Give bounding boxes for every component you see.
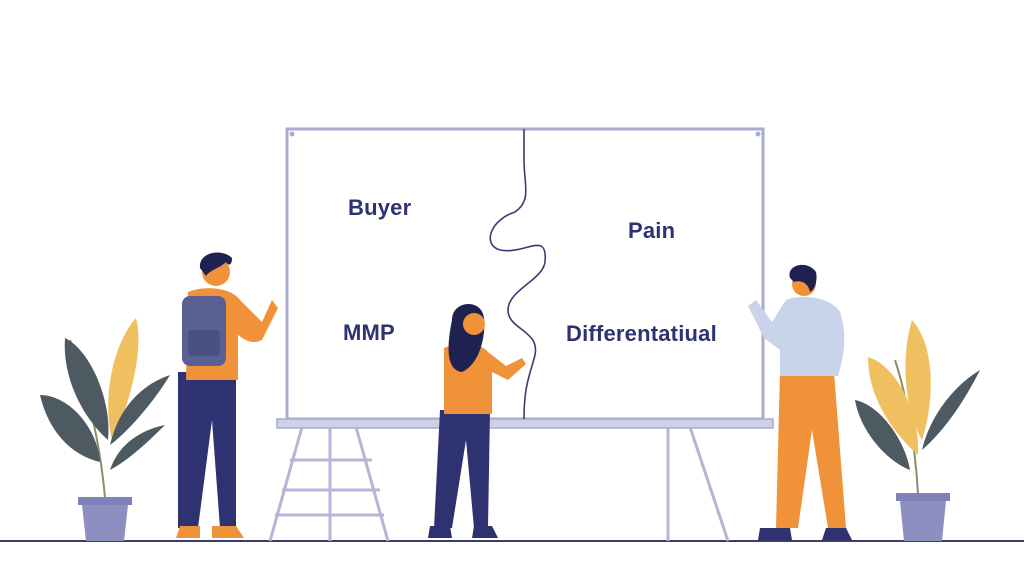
easel-legs — [268, 426, 730, 542]
person-center — [428, 303, 526, 538]
left-plant-pot-rim — [78, 497, 132, 505]
person-right — [748, 264, 852, 540]
puzzle-divider — [489, 129, 546, 420]
person-with-backpack — [176, 252, 278, 538]
right-plant-pot — [900, 501, 946, 541]
whiteboard — [276, 127, 774, 429]
person-2-head — [463, 313, 485, 335]
left-plant-pot — [82, 505, 128, 541]
right-plant — [855, 320, 980, 541]
left-plant — [40, 318, 170, 541]
whiteboard-tray — [276, 418, 774, 429]
right-plant-pot-rim — [896, 493, 950, 501]
